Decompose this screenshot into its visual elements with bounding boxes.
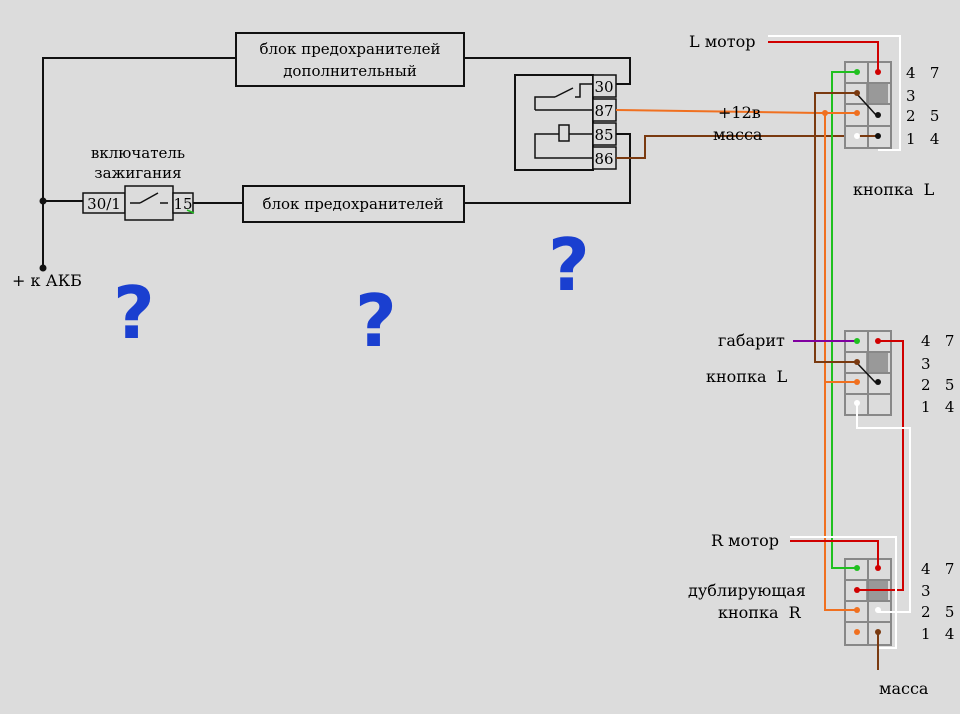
fuse-main-label: блок предохранителей (262, 195, 443, 213)
fuse-block-additional: блок предохранителей дополнительный (235, 32, 465, 87)
wire-orange-2 (824, 113, 857, 611)
label-plus12: +12в (718, 103, 761, 122)
colored-wires (768, 35, 911, 670)
fuse-block-main: блок предохранителей (242, 185, 465, 223)
wire-white-r (790, 536, 897, 649)
ignition-label-line1: включатель (91, 144, 185, 162)
ignition-pin-out: 15 (173, 195, 192, 213)
switch-l-top: L мотор 4 7 3 2 5 1 4 кнопка L (689, 32, 939, 199)
junction-dot (39, 197, 47, 205)
label-button-l-middle: кнопка L (706, 367, 788, 386)
wire-white-top (768, 35, 901, 151)
switch-r-pins-row4: 1 4 (921, 625, 954, 643)
fuse-additional-label-line1: блок предохранителей (259, 40, 440, 58)
switch-l-middle: габарит кнопка L 4 7 3 2 5 1 4 (706, 330, 954, 416)
battery-terminal-dot (39, 264, 47, 272)
fuse-additional-label-line2: дополнительный (283, 62, 417, 80)
wire-green-2 (831, 341, 857, 569)
switch-l-top-pins-row2: 3 (906, 87, 916, 105)
wire-motor-l (768, 41, 879, 72)
label-motor-l: L мотор (689, 32, 756, 51)
battery-label: + к АКБ (12, 271, 82, 290)
ignition-label-line2: зажигания (94, 164, 181, 182)
wire-white-middle (856, 403, 911, 613)
switch-l-middle-pins-row3: 2 5 (921, 376, 954, 394)
label-gabarit: габарит (718, 331, 785, 350)
main-circuit-wires (42, 57, 631, 267)
question-mark-1: ? (113, 271, 155, 355)
wire-red-middle (857, 340, 904, 591)
question-mark-3: ? (548, 223, 590, 307)
ignition-pin-in: 30/1 (87, 195, 121, 213)
label-dup-line1: дублирующая (688, 581, 806, 600)
wire-plus12 (615, 109, 821, 114)
wire-relay-mass (616, 135, 855, 159)
ignition-switch: включатель зажигания 30/1 15 (82, 144, 195, 221)
terminal-dots (822, 69, 881, 635)
switch-l-middle-pins-row1: 4 7 (921, 332, 954, 350)
switch-l-top-pins-row3: 2 5 (906, 107, 939, 125)
label-button-l-top: кнопка L (853, 180, 935, 199)
relay-pin-85: 85 (594, 126, 613, 144)
switch-r-pins-row3: 2 5 (921, 603, 954, 621)
switch-r-pins-row2: 3 (921, 582, 931, 600)
label-dup-line2: кнопка R (718, 603, 802, 622)
switch-r-bottom: R мотор дублирующая кнопка R 4 7 3 2 5 1… (688, 531, 954, 698)
label-mass: масса (713, 125, 763, 144)
relay-pin-30: 30 (594, 78, 613, 96)
wire-motor-r (790, 540, 879, 568)
switch-l-top-pins-row4: 1 4 (906, 130, 939, 148)
switch-l-middle-pins-row4: 1 4 (921, 398, 954, 416)
label-motor-r: R мотор (711, 531, 779, 550)
relay-pin-86: 86 (594, 150, 613, 168)
switch-r-pins-row1: 4 7 (921, 560, 954, 578)
wire-brown (814, 92, 857, 363)
relay: 30 87 85 86 (514, 74, 617, 171)
relay-pin-87: 87 (594, 102, 613, 120)
question-mark-2: ? (355, 279, 397, 363)
switch-l-middle-pins-row2: 3 (921, 355, 931, 373)
switch-l-top-pins-row1: 4 7 (906, 64, 939, 82)
label-mass-bottom: масса (879, 679, 929, 698)
